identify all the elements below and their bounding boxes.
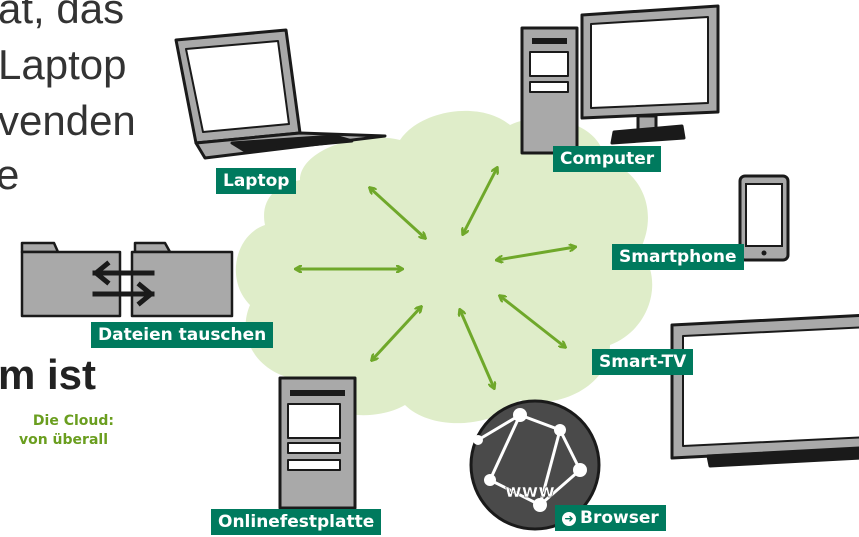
caption-line2: von überall [18,432,108,448]
caption-line1: Die Cloud: [32,413,114,429]
arrow-smarttv [500,296,565,347]
label-smart-tv: Smart-TV [592,349,694,375]
label-onlinefestplatte: Onlinefestplatte [211,509,382,535]
connection-arrows [296,168,575,388]
bg-text-line5: m ist [0,351,97,398]
arrow-browser [460,310,494,388]
arrow-onlinefestplatte [372,307,421,360]
bg-text-line4: e [0,151,20,198]
server-tower-icon [278,376,357,510]
globe-network-icon [469,399,601,531]
smart-tv-icon [670,314,859,468]
label-browser: ➜ Browser [555,505,666,531]
label-smartphone: Smartphone [612,244,744,270]
laptop-icon [174,28,387,160]
arrow-smartphone [497,247,575,260]
label-computer: Computer [553,146,662,172]
bg-text-line3: venden [0,97,136,144]
bg-text-line1: at, das [0,0,125,32]
smartphone-icon [738,174,790,262]
arrow-laptop [370,188,425,238]
folders-swap-icon [20,241,234,318]
arrow-computer [463,168,497,234]
arrow-right-icon: ➜ [562,512,576,526]
bg-text-line2: Laptop [0,41,127,88]
label-dateien-tauschen: Dateien tauschen [91,322,274,348]
label-browser-text: Browser [580,508,659,528]
www-text: www [505,481,555,502]
desktop-computer-icon [520,4,720,155]
label-laptop: Laptop [216,168,297,194]
